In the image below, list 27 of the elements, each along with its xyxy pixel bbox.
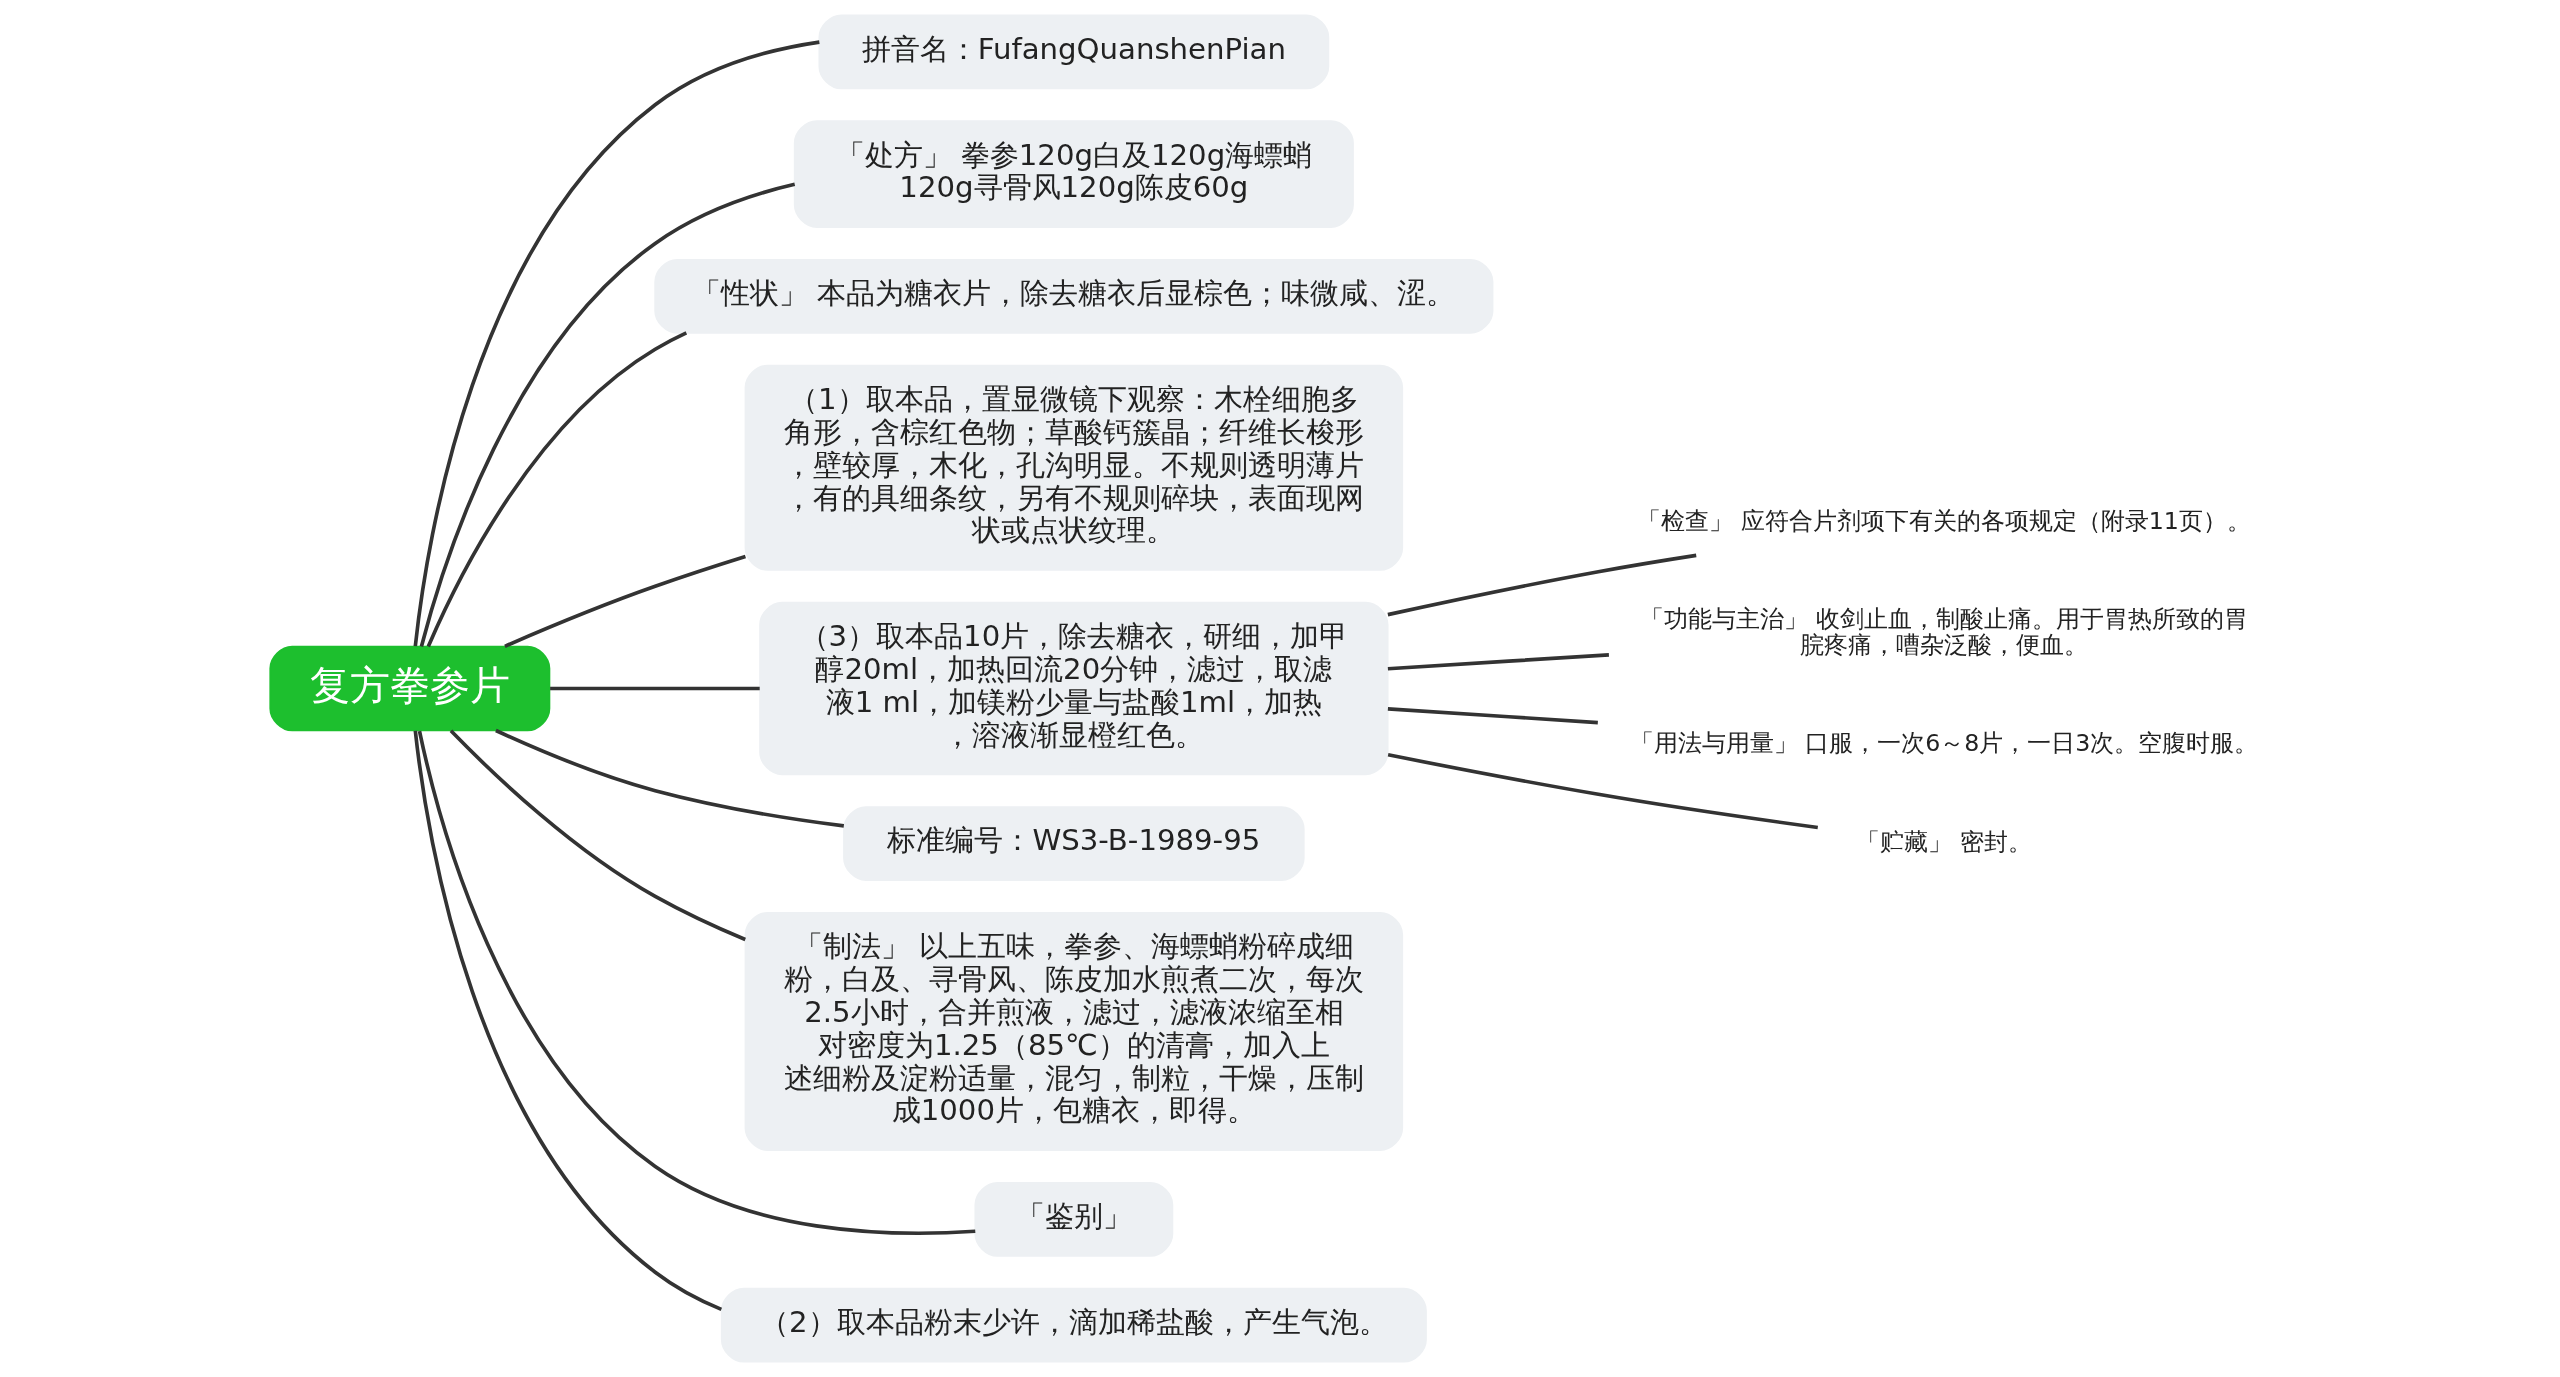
node-box: （3）取本品10片，除去糖衣，研细，加甲醇20ml，加热回流20分钟，滤过，取滤液1 ml，加镁粉少量与盐酸1ml，加热，溶液渐显橙红色。 (759, 601, 1389, 776)
connector (504, 554, 746, 648)
connector (1387, 553, 1697, 617)
node-text: 「功能与主治」 收剑止血，制酸止痛。用于胃热所致的胃脘疼痛，嘈杂泛酸，便血。 (1640, 605, 2248, 659)
connector (495, 728, 845, 828)
connector (426, 331, 688, 648)
node-box: （2）取本品粉末少许，滴加稀盐酸，产生气泡。 (720, 1287, 1427, 1363)
node-box: 「制法」 以上五味，拳参、海螵蛸粉碎成细粉，白及、寻骨风、陈皮加水煎煮二次，每次2.5小时，合并煎液，滤过，滤液浓缩至相对密度为1.25（85℃）的清膏，加入上述细粉及淀粉适量，混匀，制粒，干燥，压制成1000片，包糖衣，即得。 (744, 911, 1404, 1151)
connector (413, 730, 723, 1311)
connector (1387, 753, 1819, 830)
node-text: 「贮藏」 密封。 (1856, 827, 2032, 856)
connector (413, 40, 820, 647)
connector (417, 730, 976, 1235)
connector (550, 686, 760, 691)
node-box: （1）取本品，置显微镜下观察：木栓细胞多角形，含棕红色物；草酸钙簇晶；纤维长梭形，壁较厚，木化，孔沟明显。不规则透明薄片，有的具细条纹，另有不规则碎块，表面现网状或点状纹理。 (744, 364, 1404, 571)
node-text: 「用法与用量」 口服，一次6～8片，一日3次。空腹时服。 (1629, 729, 2259, 758)
connector (449, 729, 746, 942)
node-text: 「检查」 应符合片剂项下有关的各项规定（附录11页）。 (1637, 506, 2251, 535)
connector (1387, 653, 1610, 671)
node-box: 「鉴别」 (974, 1181, 1174, 1257)
node-box: 复方拳参片 (269, 645, 551, 732)
node-box: 「处方」 拳参120g白及120g海螵蛸120g寻骨风120g陈皮60g (793, 120, 1354, 228)
node-box: 标准编号：WS3-B-1989-95 (843, 806, 1305, 881)
connector (1387, 707, 1598, 725)
node-box: 拼音名：FufangQuanshenPian (818, 14, 1330, 90)
connector (419, 182, 796, 648)
node-box: 「性状」 本品为糖衣片，除去糖衣后显棕色；味微咸、涩。 (654, 258, 1494, 334)
